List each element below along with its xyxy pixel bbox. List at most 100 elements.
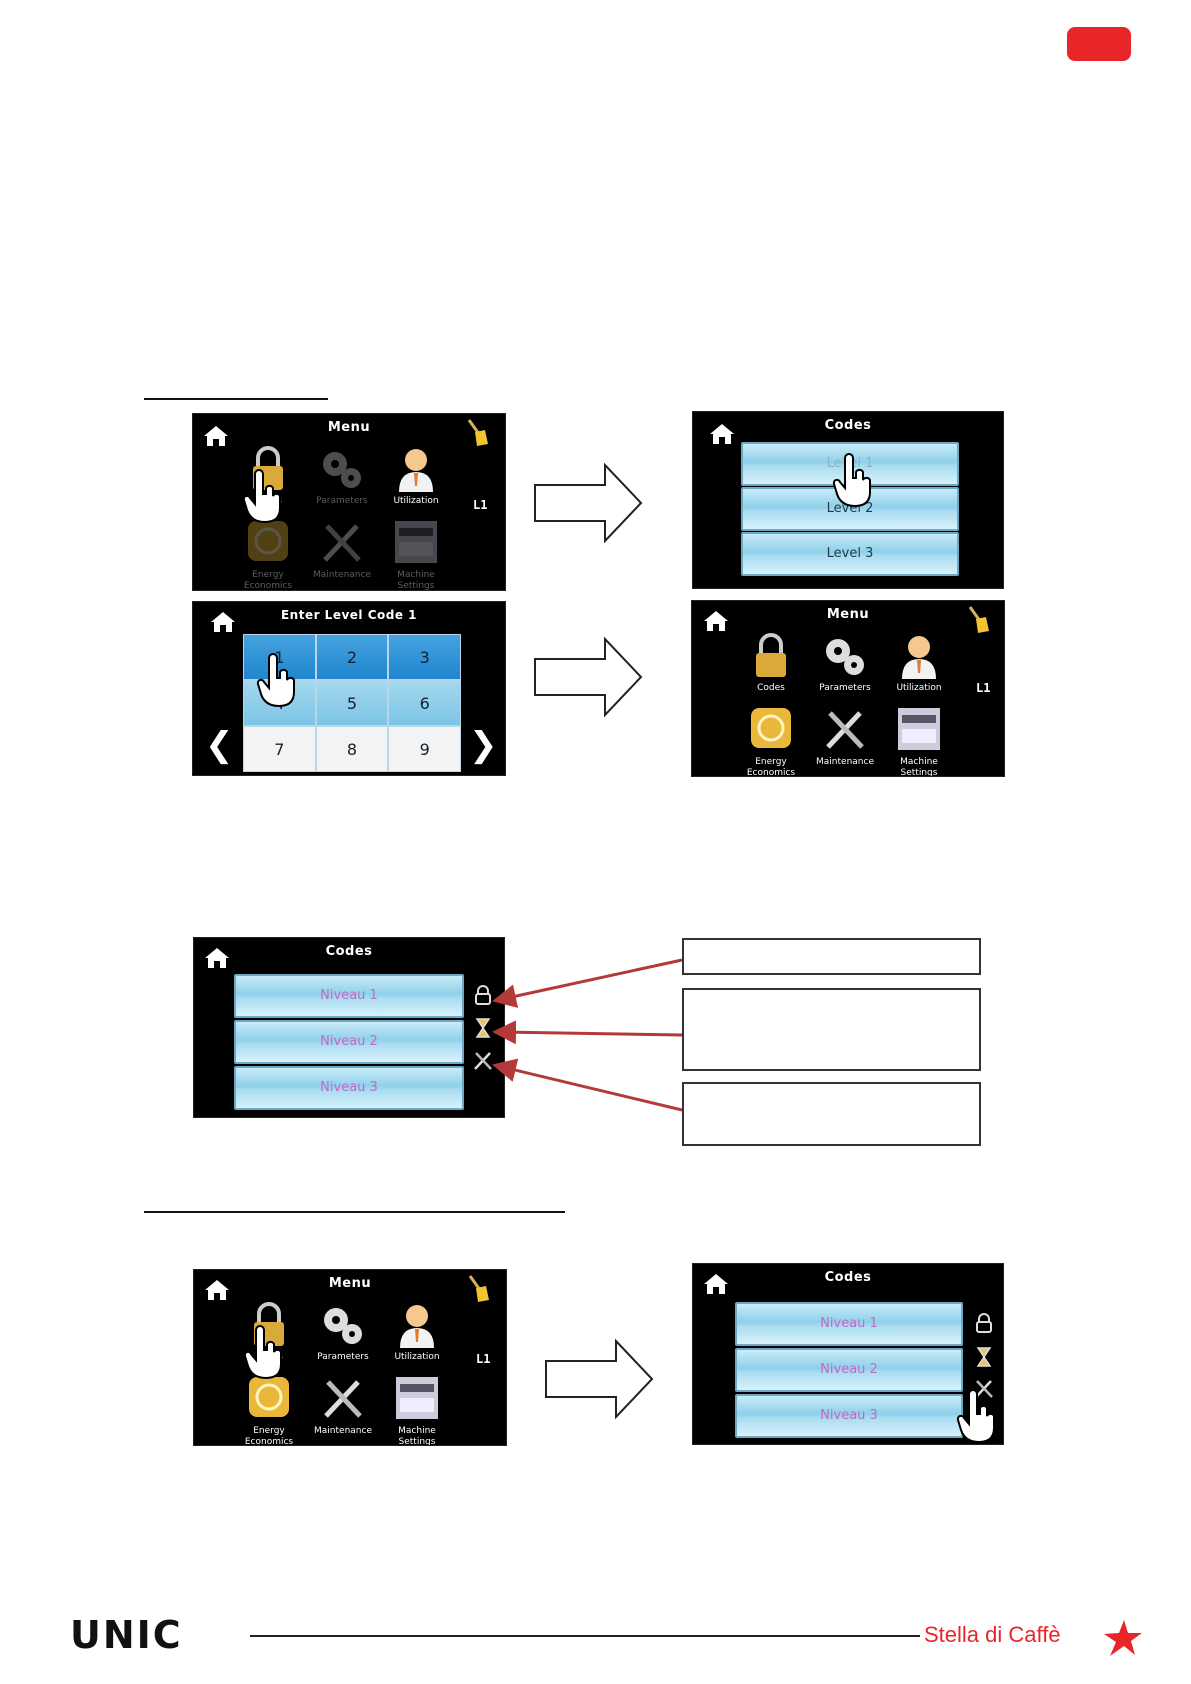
niveau-1-button[interactable]: Niveau 1 [234,974,464,1018]
screen-codes-niveau-bottom: Codes Niveau 1 Niveau 2 Niveau 3 [692,1263,1004,1445]
menu-item-label: Maintenance [314,1426,372,1436]
menu-item-parameters[interactable]: Parameters [310,1300,376,1363]
menu-item-machine-settings[interactable]: Machine Settings [384,1374,450,1446]
menu-item-label: Parameters [317,1352,369,1362]
menu-item-utilization[interactable]: Utilization [384,1300,450,1363]
menu-item-utilization[interactable]: Utilization [383,444,449,507]
next-arrow-button[interactable]: ❯ [469,725,498,765]
home-icon[interactable] [702,609,730,633]
menu-item-codes[interactable]: Codes [738,631,804,694]
lock-icon[interactable] [973,1312,995,1334]
callout-arrow-lock [492,958,683,1008]
screen-codes-levels: Codes Level 1 Level 2 Level 3 [692,411,1004,589]
level-tag: L1 [976,681,991,695]
hourglass-icon[interactable] [973,1346,995,1368]
keypad-key-7[interactable]: 7 [243,726,316,772]
hourglass-icon[interactable] [472,1017,494,1039]
menu-item-maintenance[interactable]: Maintenance [310,1374,376,1437]
page-tab-marker [1067,27,1131,61]
keypad-key-9[interactable]: 9 [388,726,461,772]
keypad-key-3[interactable]: 3 [388,634,461,680]
lock-icon[interactable] [472,984,494,1006]
home-icon[interactable] [702,1272,730,1296]
menu-item-parameters[interactable]: Parameters [309,444,375,507]
menu-item-label: Machine Settings [397,570,435,591]
home-icon[interactable] [203,946,231,970]
menu-item-maintenance[interactable]: Maintenance [812,705,878,768]
keypad-key-6[interactable]: 6 [388,680,461,726]
hand-pointer-icon [831,452,877,508]
gears-icon [317,444,367,494]
screen-title: Codes [824,1270,872,1285]
broom-icon[interactable] [465,418,489,448]
screen-menu-dimmed: Menu Codes Parameters Utilization L1 Ene… [192,413,506,591]
energy-icon [746,705,796,755]
unic-logo-text: UNIC [70,1614,183,1654]
menu-item-maintenance[interactable]: Maintenance [309,518,375,581]
niveau-1-button[interactable]: Niveau 1 [735,1302,963,1346]
home-icon[interactable] [202,424,230,448]
niveau-2-button[interactable]: Niveau 2 [234,1020,464,1064]
home-icon[interactable] [203,1278,231,1302]
menu-item-label: Energy Economics [746,757,796,777]
tools-icon[interactable] [472,1050,494,1072]
menu-item-label: Parameters [819,683,871,693]
prev-arrow-button[interactable]: ❮ [205,725,234,765]
level-3-button[interactable]: Level 3 [741,532,959,576]
keypad-key-5[interactable]: 5 [315,680,389,726]
user-icon [391,444,441,494]
user-icon [894,631,944,681]
menu-item-machine-settings[interactable]: Machine Settings [383,518,449,591]
keypad-key-8[interactable]: 8 [315,726,389,772]
screen-menu-active: Menu Codes Parameters Utilization L1 Ene… [691,600,1005,777]
home-icon[interactable] [209,610,237,634]
section-rule-2 [144,1211,565,1213]
screen-title: Enter Level Code 1 [280,608,418,622]
menu-item-machine-settings[interactable]: Machine Settings [886,705,952,777]
niveau-3-button[interactable]: Niveau 3 [234,1066,464,1110]
machine-icon [391,518,441,568]
energy-icon [243,518,293,568]
callout-arrow-tools [492,1058,683,1112]
stella-logo: Stella di Caffè [924,1618,1144,1662]
screen-title: Codes [824,418,872,433]
code-keypad: 1 2 3 4 5 6 7 8 9 [243,634,461,772]
broom-icon[interactable] [466,1274,490,1304]
menu-item-energy-economics[interactable]: Energy Economics [235,518,301,590]
tools-icon [820,705,870,755]
menu-item-label: Maintenance [816,757,874,767]
menu-item-energy-economics[interactable]: Energy Economics [738,705,804,777]
footer-rule [250,1635,920,1637]
menu-item-label: Machine Settings [900,757,938,777]
hand-pointer-icon [241,468,287,524]
screen-title: Menu [826,607,870,622]
menu-item-energy-economics[interactable]: Energy Economics [236,1374,302,1445]
hand-pointer-icon [955,1388,1001,1444]
flow-arrow-1 [533,462,643,544]
energy-icon [244,1374,294,1424]
lock-icon [746,631,796,681]
gears-icon [318,1300,368,1350]
menu-item-utilization[interactable]: Utilization [886,631,952,694]
menu-item-label: Maintenance [313,570,371,580]
screen-title: Menu [328,1276,372,1291]
machine-icon [392,1374,442,1424]
screen-menu-bottom: Menu Codes Parameters Utilization L1 Ene… [193,1269,507,1446]
niveau-2-button[interactable]: Niveau 2 [735,1348,963,1392]
niveau-3-button[interactable]: Niveau 3 [735,1394,963,1438]
broom-icon[interactable] [966,605,990,635]
menu-item-parameters[interactable]: Parameters [812,631,878,694]
home-icon[interactable] [708,422,736,446]
unic-logo: UNIC [70,1613,246,1657]
screen-codes-niveau: Codes Niveau 1 Niveau 2 Niveau 3 [193,937,505,1118]
callout-box-lock [682,938,981,975]
callout-box-hourglass [682,988,981,1071]
tools-icon[interactable] [973,1378,995,1400]
hand-pointer-icon [242,1324,288,1380]
level-tag: L1 [476,1352,491,1366]
menu-item-label: Machine Settings [398,1426,436,1446]
screen-title: Menu [327,420,371,435]
keypad-key-2[interactable]: 2 [315,634,389,680]
level-tag: L1 [473,498,488,512]
flow-arrow-2 [533,636,643,718]
